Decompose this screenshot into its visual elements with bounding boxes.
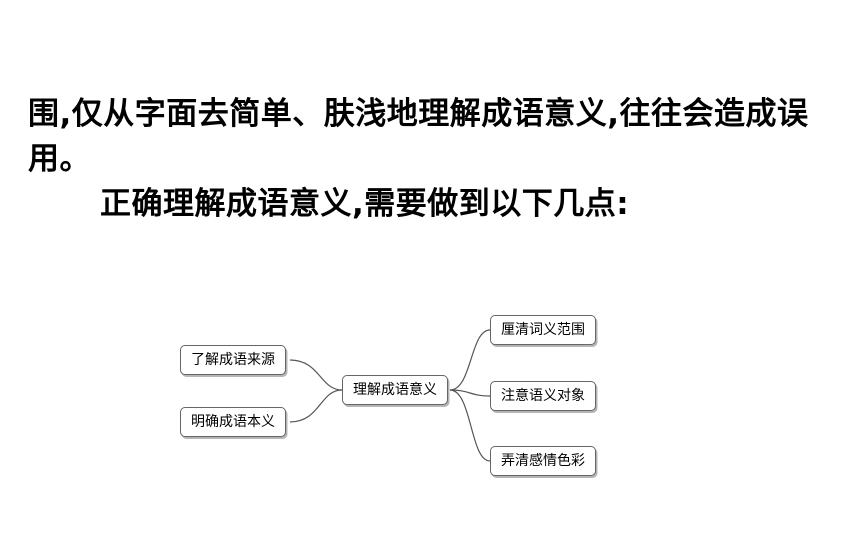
mindmap-node-right-1: 厘清词义范围 — [490, 315, 596, 345]
connector-left-1 — [289, 359, 343, 391]
mindmap-node-left-1: 了解成语来源 — [180, 345, 286, 375]
body-text: 围,仅从字面去简单、肤浅地理解成语意义,往往会造成误用。 正确理解成语意义,需要… — [28, 92, 828, 227]
connector-right-2 — [449, 389, 491, 397]
mindmap-node-left-2: 明确成语本义 — [180, 407, 286, 437]
mindmap-node-right-3: 弄清感情色彩 — [490, 446, 596, 476]
mindmap-center-node: 理解成语意义 — [342, 375, 448, 405]
mindmap-node-right-2: 注意语义对象 — [490, 381, 596, 411]
connector-left-2 — [289, 389, 343, 423]
connector-right-1 — [449, 329, 491, 391]
paragraph-2: 正确理解成语意义,需要做到以下几点: — [100, 186, 630, 222]
paragraph-1: 围,仅从字面去简单、肤浅地理解成语意义,往往会造成误用。 — [28, 96, 809, 177]
connector-right-3 — [449, 389, 491, 462]
